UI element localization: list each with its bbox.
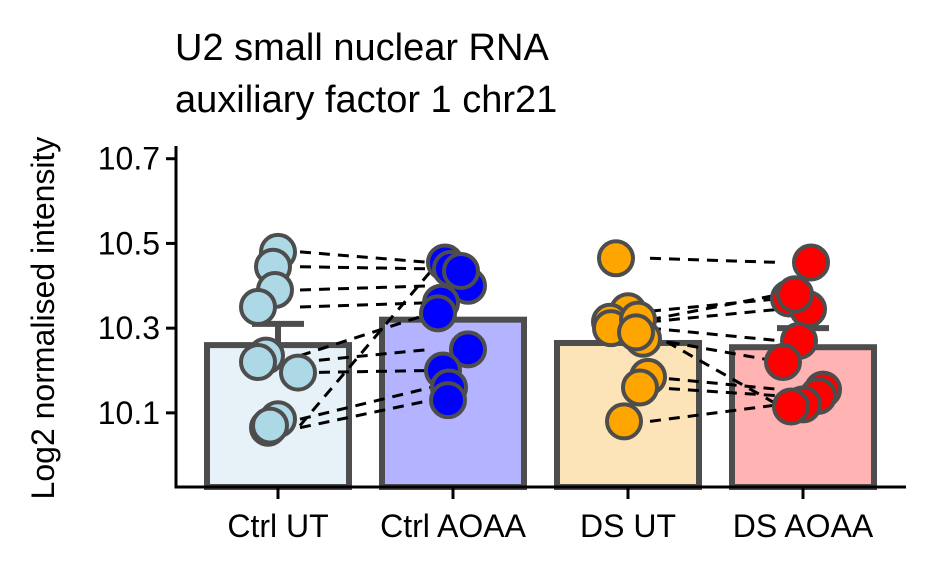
pair-line [649,256,782,264]
y-tick-label: 10.3 [98,310,160,346]
pair-line [299,398,432,430]
pair-line [649,331,782,408]
data-point [419,294,457,333]
chart-title: U2 small nuclear RNA auxiliary factor 1 … [175,27,557,121]
data-point [764,343,802,382]
data-point [239,343,277,382]
data-point [621,368,659,407]
title-line-1: U2 small nuclear RNA [175,27,549,69]
data-point [597,239,635,278]
title-line-2: auxiliary factor 1 chr21 [175,79,557,121]
pair-line [649,385,782,398]
pair-line [649,337,782,364]
pair-line [649,326,782,343]
pair-line [649,375,782,392]
x-tick-label: DS UT [580,508,676,544]
y-tick-label: 10.5 [98,225,160,261]
data-point [605,402,643,441]
x-tick-label: Ctrl UT [227,508,328,544]
pair-line [649,402,782,423]
x-tick-label: Ctrl AOAA [380,508,526,544]
data-point [442,251,480,290]
y-tick-label: 10.7 [98,141,160,177]
pair-line [649,307,782,324]
pair-line [299,311,432,358]
x-ticks: Ctrl UT Ctrl AOAA DS UT DS AOAA [227,487,874,544]
pair-line [299,347,432,364]
y-axis-title: Log2 normalised intensity [25,137,61,500]
data-point [792,243,830,282]
pair-line [298,269,433,427]
data-point [776,275,814,314]
y-ticks: 10.1 10.3 10.5 10.7 [98,141,176,431]
axes [174,146,906,489]
data-point [239,287,277,326]
pair-lines [298,250,782,430]
data-point [279,353,317,392]
pair-line [299,265,432,271]
data-points [239,232,842,447]
pair-line [299,250,432,264]
pair-line [299,369,432,375]
pair-line [299,284,432,292]
x-tick-label: DS AOAA [733,508,874,544]
pair-line [299,301,432,309]
pair-line [649,292,782,322]
pair-line [299,385,432,421]
data-point [251,406,289,445]
pair-line [649,297,782,313]
y-tick-label: 10.1 [98,395,160,431]
data-point [617,313,655,352]
data-point [429,381,467,420]
data-point [772,387,810,426]
data-point [449,330,487,369]
